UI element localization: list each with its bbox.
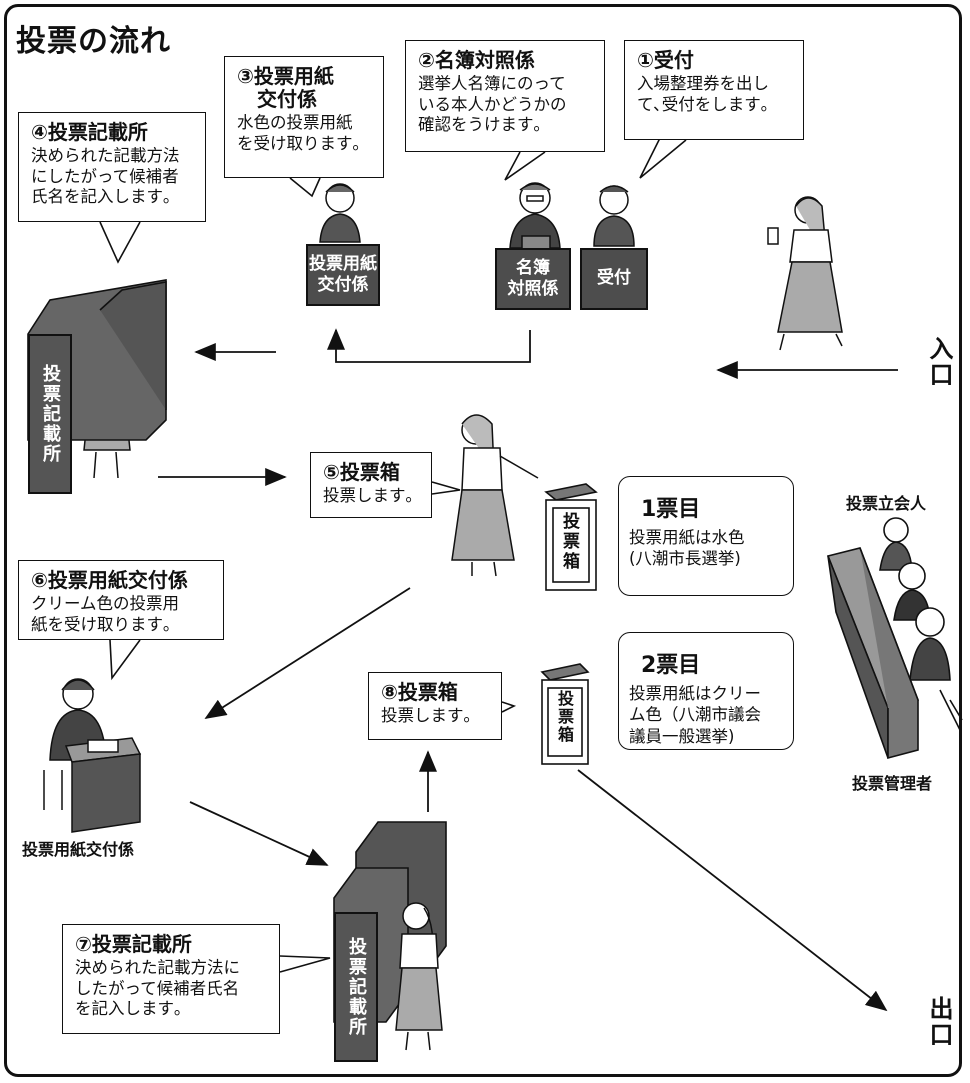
desk-kofu: 投票用紙 交付係 — [306, 244, 380, 306]
step-4-bubble: ④投票記載所 決められた記載方法 にしたがって候補者 氏名を記入します｡ — [18, 112, 206, 222]
kofu-staff-2 — [43, 678, 142, 833]
step-3-body: 水色の投票用紙 を受け取ります｡ — [237, 113, 361, 153]
label-tachiainin: 投票立会人 — [846, 494, 927, 513]
step-8-heading: ⑧投票箱 — [381, 680, 458, 704]
step-1-bubble: ①受付 入場整理券を出し て､受付をします｡ — [624, 40, 804, 140]
step-2-bubble: ②名簿対照係 選挙人名簿にのって いる本人かどうかの 確認をうけます｡ — [405, 40, 605, 152]
ballot-2-heading: 2票目 — [641, 653, 701, 678]
label-kanrisha: 投票管理者 — [852, 774, 933, 793]
booth-2-sign: 投票記載所 — [334, 912, 378, 1062]
label-exit: 出口 — [925, 996, 953, 1048]
ballot-2-body: 投票用紙はクリー ム色（八潮市議会 議員一般選挙) — [629, 684, 761, 746]
ballot-box-1-sign: 投票箱 — [559, 512, 579, 572]
arrow-box2-to-exit — [577, 769, 888, 1012]
officials-bench — [826, 517, 963, 760]
voter-booth2 — [395, 902, 443, 1051]
step-7-bubble: ⑦投票記載所 決められた記載方法に したがって候補者氏名 を記入します｡ — [62, 924, 280, 1034]
desk-uketsuke: 受付 — [580, 248, 648, 310]
step-2-body: 選挙人名簿にのって いる本人かどうかの 確認をうけます｡ — [418, 74, 567, 135]
step-6-body: クリーム色の投票用 紙を受け取ります｡ — [31, 594, 180, 634]
step-4-heading: ④投票記載所 — [31, 120, 148, 144]
ballot-2-info: 2票目 投票用紙はクリー ム色（八潮市議会 議員一般選挙) — [618, 632, 794, 750]
label-entrance: 入口 — [925, 336, 953, 388]
step-6-heading: ⑥投票用紙交付係 — [31, 568, 188, 592]
step-3-bubble: ③投票用紙 交付係 水色の投票用紙 を受け取ります｡ — [224, 56, 384, 178]
arrow-kofu2-to-booth2 — [189, 801, 329, 866]
ballot-box-2-sign: 投票箱 — [555, 690, 574, 744]
kofu-staff — [319, 183, 361, 243]
page-frame — [4, 4, 962, 1077]
step-1-body: 入場整理券を出し て､受付をします｡ — [637, 74, 769, 114]
arrow-meibo-to-kofu — [327, 328, 531, 363]
step-6-bubble: ⑥投票用紙交付係 クリーム色の投票用 紙を受け取ります｡ — [18, 560, 224, 640]
step-1-heading: ①受付 — [637, 48, 694, 72]
booth-1-sign: 投票記載所 — [28, 334, 72, 494]
step-3-heading: ③投票用紙 交付係 — [237, 64, 334, 111]
arrow-box-to-kofu2 — [204, 587, 411, 719]
step-5-heading: ⑤投票箱 — [323, 460, 400, 484]
voter-walking — [767, 196, 843, 351]
ballot-1-body: 投票用紙は水色 (八潮市長選挙) — [629, 528, 745, 569]
ballot-box-1 — [544, 483, 598, 591]
voter-box1 — [451, 414, 539, 577]
step-5-bubble: ⑤投票箱 投票します｡ — [310, 452, 432, 518]
step-5-body: 投票します｡ — [323, 486, 414, 505]
ballot-box-2 — [540, 663, 590, 765]
ballot-1-heading: 1票目 — [641, 497, 701, 522]
step-7-body: 決められた記載方法に したがって候補者氏名 を記入します｡ — [75, 958, 240, 1019]
meibo-staff — [509, 182, 561, 253]
page-title: 投票の流れ — [16, 24, 171, 59]
step-7-heading: ⑦投票記載所 — [75, 932, 192, 956]
step-2-heading: ②名簿対照係 — [418, 48, 535, 72]
label-kofukakari: 投票用紙交付係 — [22, 840, 135, 859]
step-8-body: 投票します｡ — [381, 706, 472, 725]
step-8-bubble: ⑧投票箱 投票します｡ — [368, 672, 502, 740]
step-4-body: 決められた記載方法 にしたがって候補者 氏名を記入します｡ — [31, 146, 180, 207]
reception-staff — [593, 185, 635, 247]
ballot-1-info: 1票目 投票用紙は水色 (八潮市長選挙) — [618, 476, 794, 596]
desk-meibo: 名簿 対照係 — [495, 248, 571, 310]
